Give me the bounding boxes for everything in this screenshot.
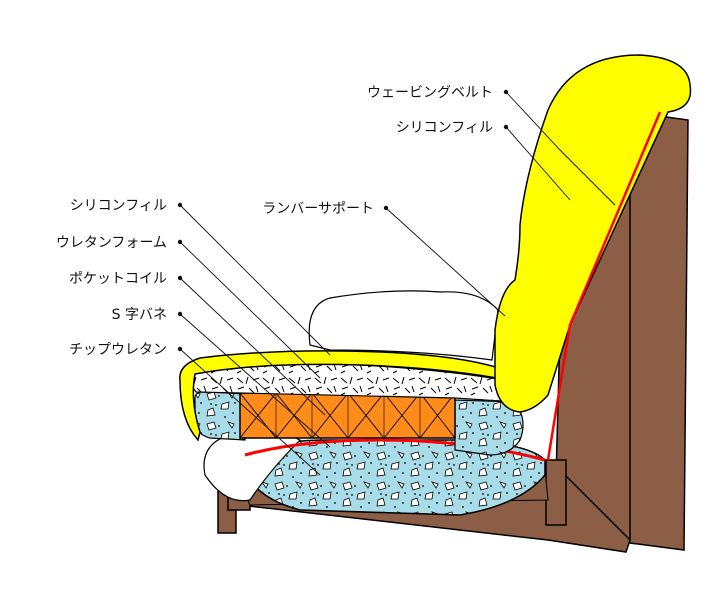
chip-urethane-seat-left (194, 391, 246, 441)
label-urethane-foam: ウレタンフォーム (56, 235, 167, 251)
pocket-coil-block (239, 392, 456, 439)
label-silicone-fill-seat: シリコンフィル (70, 198, 167, 214)
silicone-fill-seat (179, 350, 520, 442)
label-pocket-coil: ポケットコイル (69, 271, 167, 287)
label-lumbar-support: ランバーサポート (262, 201, 374, 217)
silicone-fill-back (494, 54, 692, 413)
label-chip-urethane: チップウレタン (69, 342, 167, 358)
label-webbing-belt: ウェービングベルト (367, 85, 493, 101)
label-silicone-fill-back: シリコンフィル (396, 120, 493, 136)
label-s-spring: S 字バネ (112, 307, 167, 323)
back-webbing-belt (546, 111, 662, 461)
chip-urethane-base (244, 439, 546, 516)
leader-lines (177, 89, 616, 476)
upper-cushion-outline (308, 290, 499, 361)
